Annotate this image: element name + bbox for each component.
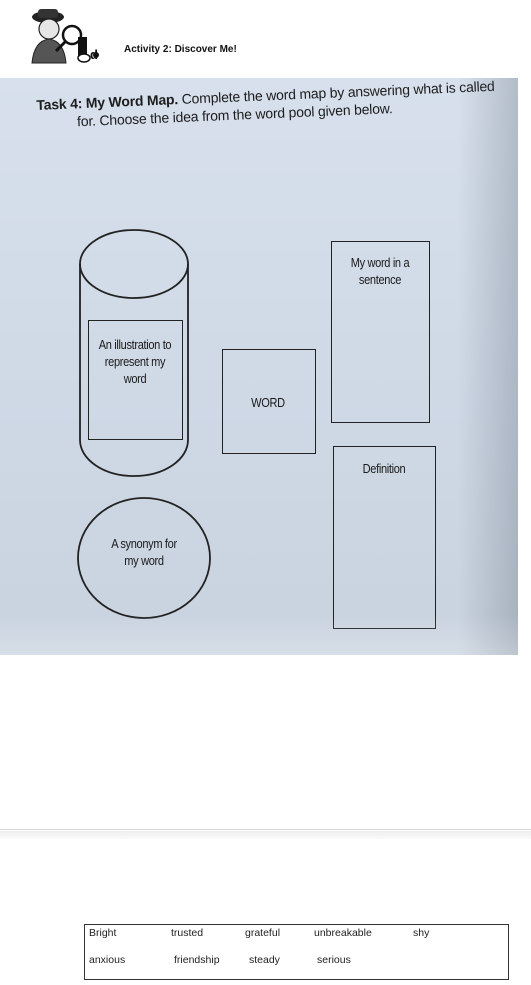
- illustration-label: An illustration to represent my word: [98, 337, 172, 386]
- photo-shadow: [458, 78, 518, 655]
- sentence-label: My word in a sentence: [350, 255, 410, 287]
- illustration-box: [88, 320, 183, 440]
- task-instructions: Task 4: My Word Map. Complete the word m…: [36, 78, 507, 132]
- definition-box: [333, 446, 436, 629]
- word-pool-item: grateful: [245, 927, 281, 939]
- section-divider-shade: [0, 831, 531, 839]
- worksheet-photo: Task 4: My Word Map. Complete the word m…: [0, 78, 518, 655]
- word-pool-item: anxious: [89, 954, 126, 966]
- page-header: d Activity 2: Discover Me!: [0, 0, 531, 78]
- word-pool-item: unbreakable: [314, 927, 372, 939]
- word-pool-box: Bright trusted grateful unbreakable shy …: [84, 924, 509, 980]
- word-pool-item: friendship: [174, 954, 220, 966]
- word-pool-item: trusted: [171, 927, 204, 939]
- word-label: WORD: [251, 395, 285, 410]
- word-pool-item: Bright: [89, 927, 117, 939]
- definition-label: Definition: [362, 461, 406, 476]
- word-pool-item: shy: [413, 927, 430, 939]
- sentence-box: [331, 241, 430, 423]
- word-pool-item: serious: [317, 954, 351, 966]
- section-divider: [0, 829, 531, 830]
- word-pool-item: steady: [249, 954, 280, 966]
- word-box: [222, 349, 316, 454]
- synonym-oval: [77, 497, 211, 619]
- cylinder-shape: [79, 229, 189, 477]
- activity-title: Activity 2: Discover Me!: [124, 44, 237, 55]
- synonym-label: A synonym for my word: [111, 536, 177, 568]
- detective-logo-icon: d: [31, 9, 99, 64]
- photo-fade: [0, 615, 518, 655]
